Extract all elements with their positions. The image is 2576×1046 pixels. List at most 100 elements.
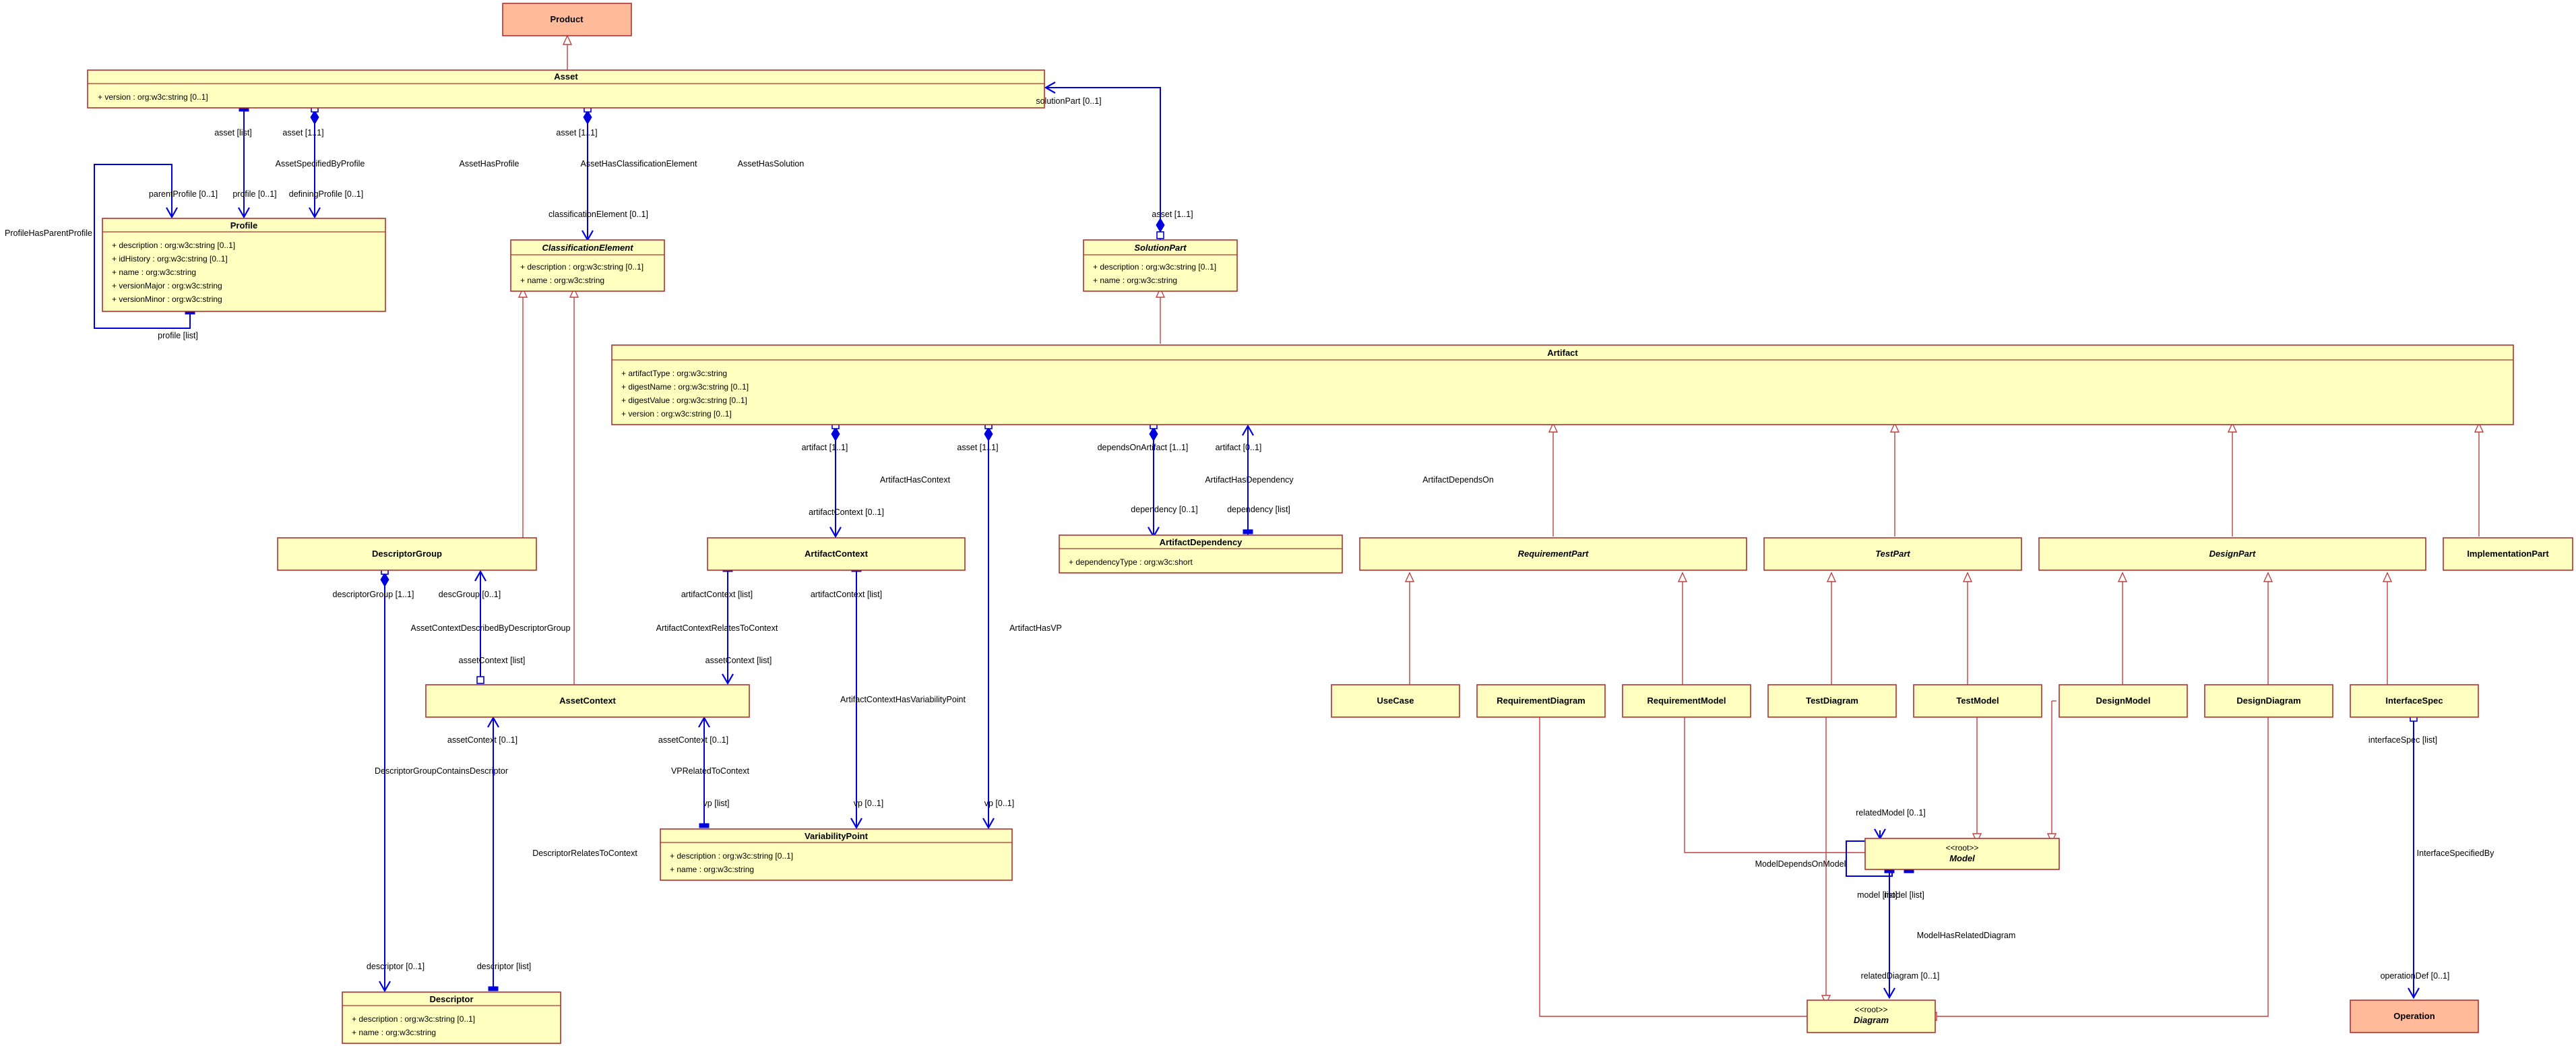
role-label: operationDef [0..1]: [2381, 971, 2450, 981]
class-product[interactable]: Product: [502, 3, 632, 36]
role-label: asset [1..1]: [1152, 210, 1193, 219]
class-attr: + artifactType : org:w3c:string: [621, 369, 727, 378]
class-operation[interactable]: Operation: [2350, 999, 2479, 1033]
class-attr: + version : org:w3c:string [0..1]: [621, 409, 732, 419]
role-label: artifactContext [list]: [811, 590, 882, 599]
generalizations: [517, 34, 2484, 1022]
role-label: interfaceSpec [list]: [2368, 735, 2437, 745]
class-diagram-node[interactable]: <<root>> Diagram: [1807, 999, 1936, 1033]
class-design-diagram[interactable]: DesignDiagram: [2204, 684, 2333, 718]
class-design-part[interactable]: DesignPart: [2038, 537, 2426, 571]
role-label: dependency [list]: [1227, 505, 1290, 514]
class-requirement-diagram[interactable]: RequirementDiagram: [1476, 684, 1606, 718]
role-label: relatedModel [0..1]: [1856, 808, 1926, 818]
assoc-name: ArtifactDependsOn: [1422, 475, 1494, 485]
class-attr: + description : org:w3c:string [0..1]: [112, 241, 235, 250]
role-label: artifact [0..1]: [1216, 443, 1262, 452]
assoc-name: ProfileHasParentProfile: [5, 228, 92, 238]
class-name: RequirementPart: [1518, 549, 1589, 559]
class-name: TestModel: [1956, 696, 1999, 706]
assoc-name: ModelHasRelatedDiagram: [1917, 931, 2016, 940]
role-label: relatedDiagram [0..1]: [1861, 971, 1940, 981]
class-requirement-model[interactable]: RequirementModel: [1622, 684, 1751, 718]
role-label: assetContext [0..1]: [658, 735, 728, 745]
role-label: vp [0..1]: [984, 799, 1014, 808]
role-label: parentProfile [0..1]: [149, 189, 218, 199]
class-name: RequirementModel: [1647, 696, 1726, 706]
class-name: TestPart: [1875, 549, 1910, 559]
class-name: DesignModel: [2096, 696, 2151, 706]
assoc-name: ArtifactHasVP: [1009, 623, 1062, 633]
role-label: descriptor [0..1]: [367, 962, 425, 971]
role-labels: asset [list] asset [1..1] asset [1..1] s…: [149, 96, 2450, 981]
role-label: vp [0..1]: [854, 799, 883, 808]
role-label: asset [1..1]: [282, 128, 323, 137]
role-label: profile [list]: [158, 331, 198, 340]
role-label: solutionPart [0..1]: [1036, 96, 1101, 106]
class-artifact-context[interactable]: ArtifactContext: [707, 537, 966, 571]
role-label: artifact [1..1]: [802, 443, 848, 452]
role-label: asset [1..1]: [556, 128, 597, 137]
class-attr: + name : org:w3c:string: [670, 865, 754, 874]
assoc-name: AssetHasSolution: [738, 159, 805, 168]
role-label: descriptorGroup [1..1]: [333, 590, 414, 599]
class-solution-part[interactable]: SolutionPart + description : org:w3c:str…: [1083, 239, 1238, 292]
assoc-arrowheads: [166, 82, 2420, 999]
class-implementation-part[interactable]: ImplementationPart: [2443, 537, 2573, 571]
role-label: model [list]: [1884, 890, 1924, 900]
class-test-model[interactable]: TestModel: [1913, 684, 2042, 718]
assoc-name: ArtifactContextRelatesToContext: [656, 623, 778, 633]
role-label: descriptor [list]: [477, 962, 532, 971]
class-use-case[interactable]: UseCase: [1331, 684, 1460, 718]
gen-heads: [517, 34, 2484, 1022]
class-name: Model: [1949, 853, 1975, 863]
role-label: assetContext [0..1]: [447, 735, 517, 745]
class-attr: + name : org:w3c:string: [352, 1028, 436, 1037]
class-name: InterfaceSpec: [2385, 696, 2443, 706]
role-label: vp [list]: [703, 799, 730, 808]
class-name: DescriptorGroup: [372, 549, 442, 559]
class-test-part[interactable]: TestPart: [1763, 537, 2022, 571]
class-name: SolutionPart: [1134, 243, 1187, 253]
class-design-model[interactable]: DesignModel: [2059, 684, 2188, 718]
class-interface-spec[interactable]: InterfaceSpec: [2350, 684, 2479, 718]
class-attr: + name : org:w3c:string: [112, 268, 196, 277]
class-descriptor-group[interactable]: DescriptorGroup: [277, 537, 537, 571]
class-profile[interactable]: Profile + description : org:w3c:string […: [102, 218, 386, 312]
class-name: Profile: [230, 220, 257, 230]
class-attr: + idHistory : org:w3c:string [0..1]: [112, 254, 228, 264]
role-label: descGroup [0..1]: [439, 590, 501, 599]
class-name: Diagram: [1854, 1015, 1889, 1025]
class-asset-context[interactable]: AssetContext: [425, 684, 750, 718]
class-model[interactable]: <<root>> Model: [1864, 838, 2060, 870]
class-name: ClassificationElement: [542, 243, 633, 253]
class-name: Product: [550, 14, 584, 24]
assoc-name: ModelDependsOnModel: [1755, 859, 1846, 869]
class-name: UseCase: [1377, 696, 1414, 706]
role-label: assetContext [list]: [459, 656, 526, 665]
class-attr: + description : org:w3c:string [0..1]: [352, 1014, 475, 1024]
class-name: ArtifactDependency: [1160, 537, 1243, 547]
class-classification-element[interactable]: ClassificationElement + description : or…: [510, 239, 665, 292]
class-artifact-dependency[interactable]: ArtifactDependency + dependencyType : or…: [1059, 534, 1343, 574]
class-attr: + version : org:w3c:string [0..1]: [98, 92, 208, 102]
class-artifact[interactable]: Artifact + artifactType : org:w3c:string…: [611, 344, 2514, 425]
class-variability-point[interactable]: VariabilityPoint + description : org:w3c…: [660, 828, 1013, 881]
role-label: assetContext [list]: [705, 656, 772, 665]
association-names: AssetSpecifiedByProfile AssetHasProfile …: [5, 159, 2494, 940]
class-test-diagram[interactable]: TestDiagram: [1767, 684, 1897, 718]
class-descriptor[interactable]: Descriptor + description : org:w3c:strin…: [342, 991, 561, 1044]
role-label: asset [list]: [214, 128, 252, 137]
role-label: dependsOnArtifact [1..1]: [1098, 443, 1189, 452]
role-label: model [list]: [1857, 890, 1897, 900]
class-boxes: Product Asset + version : org:w3c:string…: [87, 3, 2573, 1044]
role-label: profile [0..1]: [232, 189, 276, 199]
class-name: TestDiagram: [1806, 696, 1858, 706]
role-label: classificationElement [0..1]: [548, 210, 648, 219]
class-requirement-part[interactable]: RequirementPart: [1359, 537, 1747, 571]
class-asset[interactable]: Asset + version : org:w3c:string [0..1]: [87, 69, 1045, 109]
class-name: ArtifactContext: [805, 549, 869, 559]
role-label: definingProfile [0..1]: [289, 189, 364, 199]
class-attr: + versionMajor : org:w3c:string: [112, 281, 222, 290]
assoc-name: AssetHasClassificationElement: [581, 159, 698, 168]
